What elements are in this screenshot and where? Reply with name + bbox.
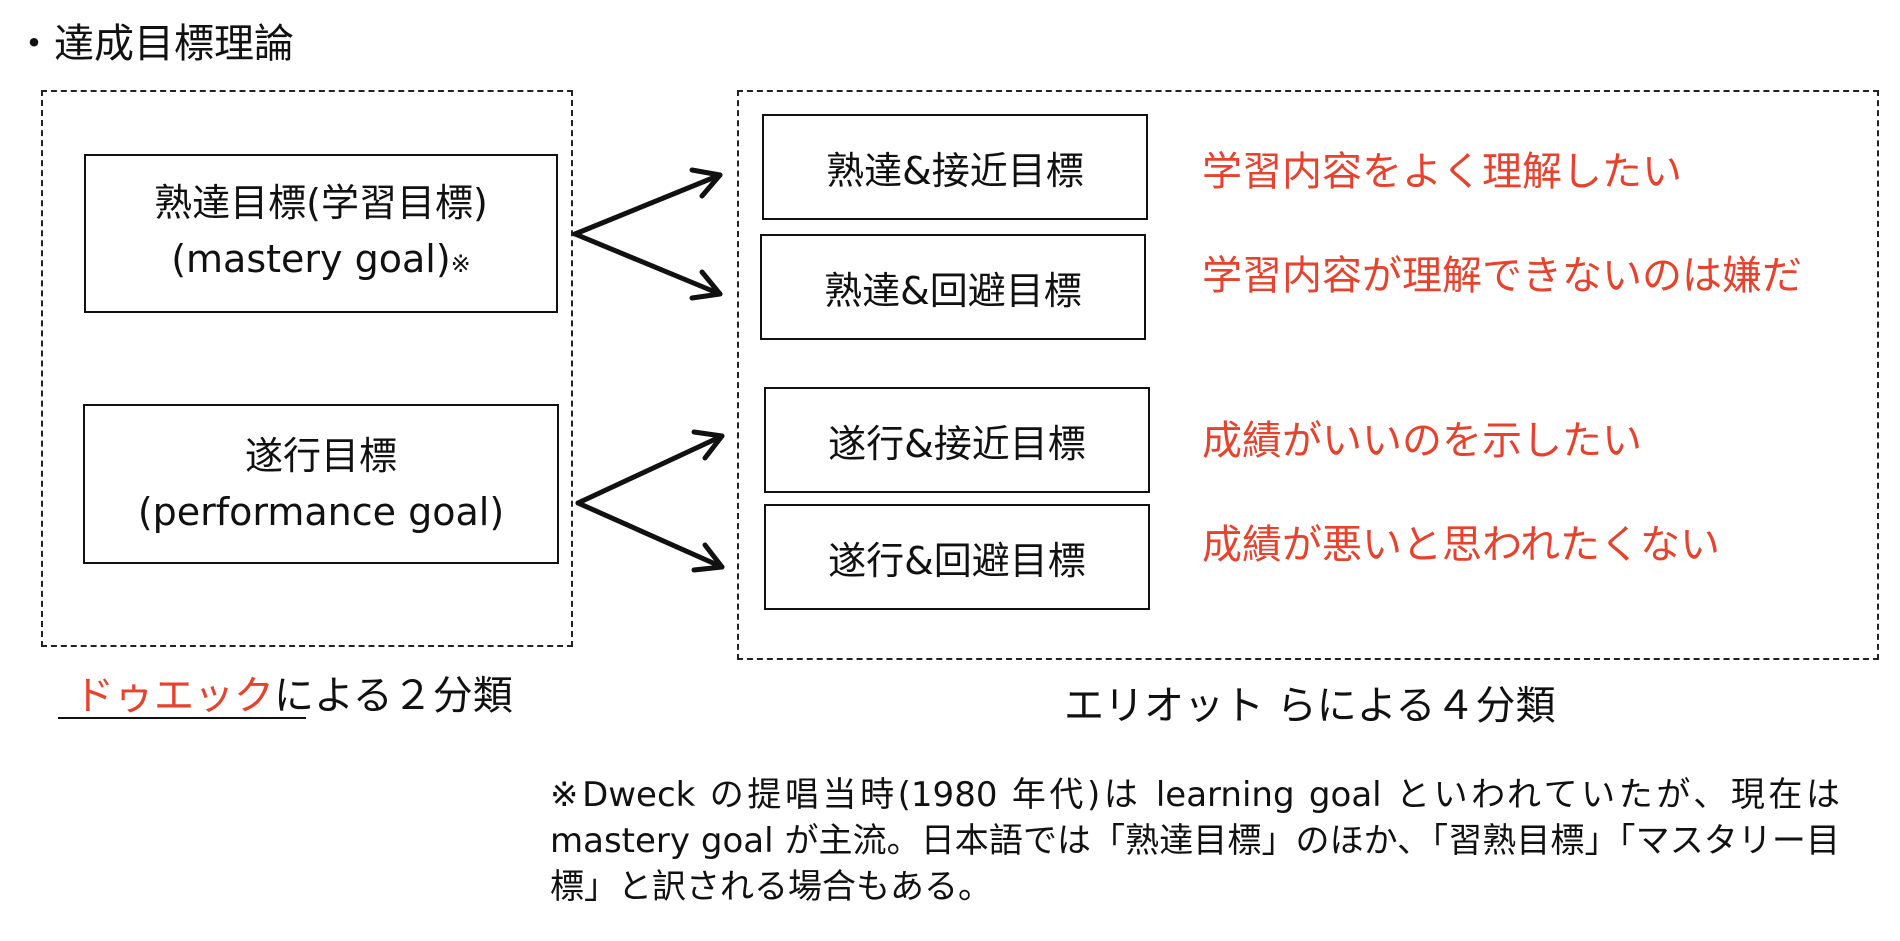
- arrow-mastery-avoid: [572, 231, 723, 301]
- performance-approach-box: 遂行&接近目標: [764, 387, 1150, 493]
- left-caption: ドゥエックによる２分類: [74, 670, 513, 722]
- performance-approach-label: 遂行&接近目標: [828, 421, 1086, 466]
- right-group-frame: [737, 90, 1879, 660]
- mastery-avoid-label: 熟達&回避目標: [824, 268, 1082, 313]
- caption-underline: [58, 717, 306, 719]
- mastery-goal-label: 熟達目標(学習目標): [154, 181, 488, 225]
- performance-avoid-label: 遂行&回避目標: [828, 538, 1086, 583]
- performance-goal-box: 遂行目標 (performance goal): [83, 404, 559, 564]
- performance-avoid-desc: 成績が悪いと思われたくない: [1202, 522, 1720, 568]
- mastery-goal-box: 熟達目標(学習目標) (mastery goal)※: [84, 154, 558, 313]
- arrow-performance-avoid: [575, 500, 725, 573]
- arrow-mastery-approach: [572, 167, 723, 237]
- performance-goal-label: 遂行目標: [244, 434, 397, 478]
- page-title: ・達成目標理論: [14, 21, 294, 67]
- mastery-approach-box: 熟達&接近目標: [762, 114, 1148, 220]
- dweck-name: ドゥエック: [74, 673, 274, 719]
- right-caption: エリオット らによる４分類: [1064, 683, 1556, 729]
- performance-avoid-box: 遂行&回避目標: [764, 504, 1150, 610]
- mastery-avoid-desc: 学習内容が理解できないのは嫌だ: [1202, 253, 1802, 299]
- left-caption-rest: による２分類: [274, 673, 513, 719]
- footnote-mark: ※: [450, 250, 471, 278]
- performance-goal-english: (performance goal): [137, 490, 505, 534]
- left-group-frame: [41, 90, 573, 647]
- mastery-avoid-box: 熟達&回避目標: [760, 234, 1146, 340]
- performance-approach-desc: 成績がいいのを示したい: [1202, 418, 1642, 464]
- mastery-approach-desc: 学習内容をよく理解したい: [1202, 149, 1682, 195]
- mastery-goal-english: (mastery goal)※: [171, 231, 471, 292]
- mastery-approach-label: 熟達&接近目標: [826, 148, 1084, 193]
- arrow-performance-approach: [575, 429, 725, 506]
- footnote: ※Dweck の提唱当時(1980 年代)は learning goal といわ…: [550, 775, 1840, 907]
- mastery-goal-english-text: (mastery goal): [171, 237, 451, 281]
